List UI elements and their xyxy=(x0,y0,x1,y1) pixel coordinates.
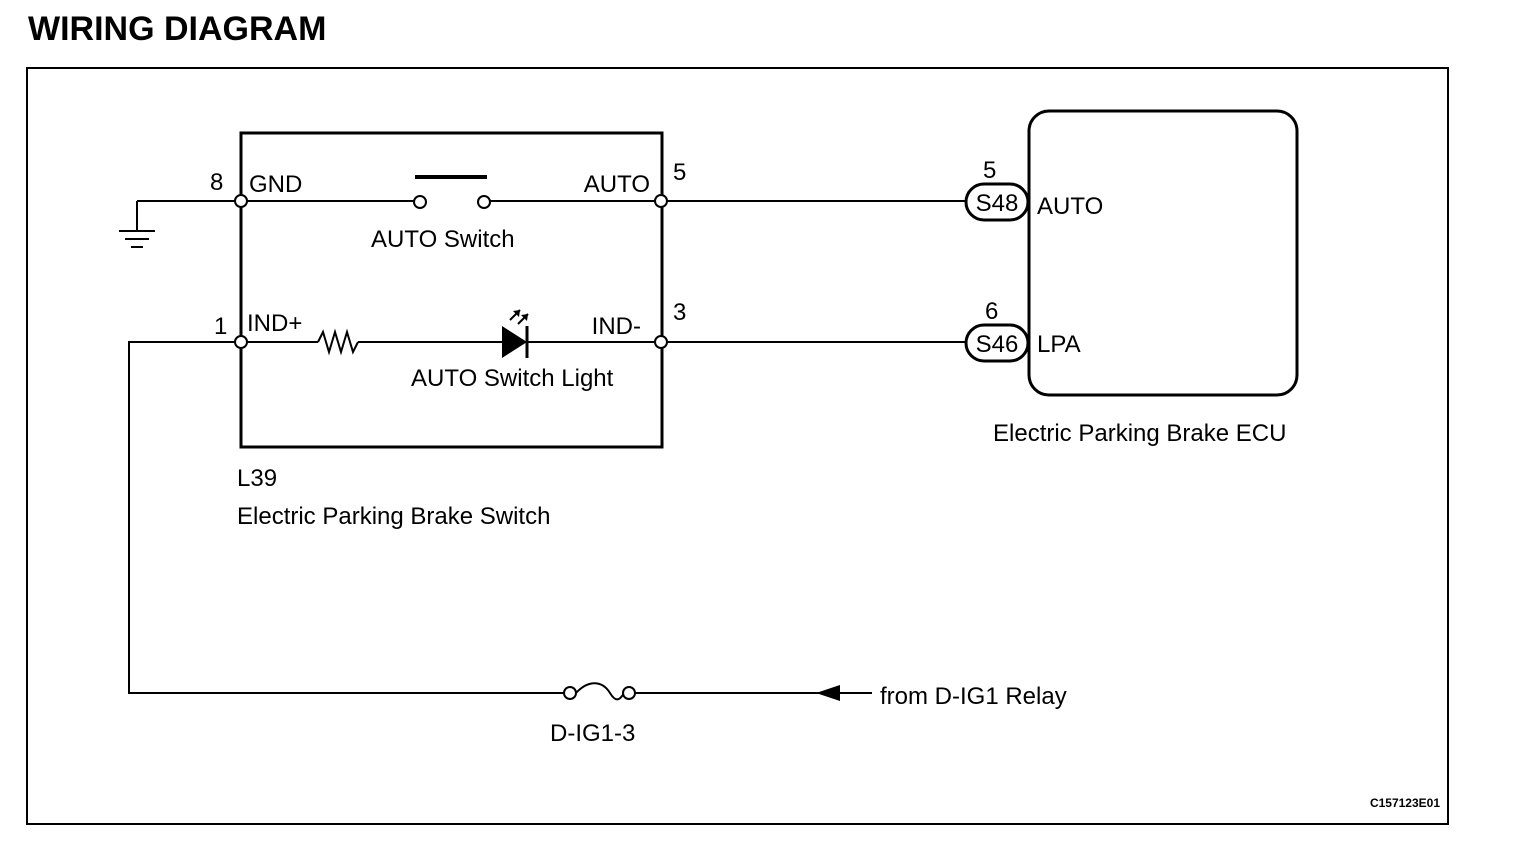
ind-plus-feed-wire xyxy=(128,341,565,694)
diagram-title: WIRING DIAGRAM xyxy=(28,10,326,48)
pin-gnd-number: 8 xyxy=(210,169,223,196)
pin-gnd xyxy=(234,194,248,208)
arrow-left-icon xyxy=(816,685,840,701)
pin-ind-minus xyxy=(654,335,668,349)
ecu-connector-s46-label: S46 xyxy=(976,331,1019,358)
resistor-icon xyxy=(317,328,359,356)
pin-auto xyxy=(654,194,668,208)
pin-ind-minus-label: IND- xyxy=(592,313,641,340)
pin-ind-minus-number: 3 xyxy=(673,299,686,326)
diagram-frame xyxy=(26,67,1449,825)
ecu-pin-lpa-label: LPA xyxy=(1037,331,1081,358)
fuse-label: D-IG1-3 xyxy=(550,720,635,747)
ecu-name: Electric Parking Brake ECU xyxy=(993,420,1286,447)
fuse-icon xyxy=(563,682,636,701)
auto-switch-label: AUTO Switch xyxy=(371,226,515,253)
pin-auto-label: AUTO xyxy=(584,171,650,198)
power-source-label: from D-IG1 Relay xyxy=(880,683,1067,710)
pin-gnd-label: GND xyxy=(249,171,302,198)
pin-auto-number: 5 xyxy=(673,159,686,186)
ecu-connector-s48-label: S48 xyxy=(976,190,1019,217)
figure-code: C157123E01 xyxy=(1370,796,1440,810)
led-icon xyxy=(502,309,529,358)
ground-icon xyxy=(119,201,155,248)
auto-switch-icon xyxy=(413,175,491,209)
ecu-pin-auto-number: 5 xyxy=(983,157,996,184)
switch-connector-code: L39 xyxy=(237,465,277,492)
switch-component-box xyxy=(239,131,664,449)
switch-component-name: Electric Parking Brake Switch xyxy=(237,503,550,530)
ecu-box xyxy=(1027,109,1299,397)
ecu-connector-s48: S48 xyxy=(964,182,1030,222)
ecu-connector-s46: S46 xyxy=(964,323,1030,363)
pin-ind-plus xyxy=(234,335,248,349)
ecu-pin-lpa-number: 6 xyxy=(985,298,998,325)
ecu-pin-auto-label: AUTO xyxy=(1037,193,1103,220)
pin-ind-plus-label: IND+ xyxy=(247,310,302,337)
pin-ind-plus-number: 1 xyxy=(214,313,227,340)
auto-switch-light-label: AUTO Switch Light xyxy=(411,365,614,392)
